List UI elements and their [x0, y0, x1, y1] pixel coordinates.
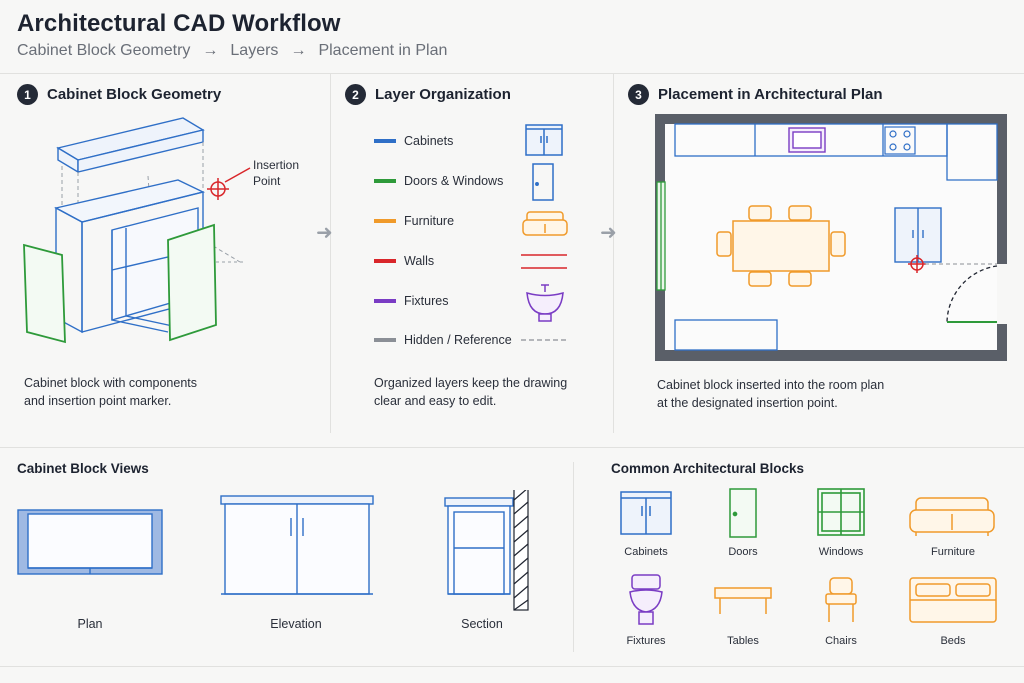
insertion-point-marker: [207, 167, 251, 200]
layer-list: Cabinets Doors & Windows Furniture Walls…: [374, 131, 512, 350]
layer-label: Hidden / Reference: [404, 333, 512, 347]
plan-view: [17, 509, 163, 575]
countertop: [56, 117, 205, 174]
layer-label: Doors & Windows: [404, 174, 504, 188]
step-2-caption: Organized layers keep the drawing clear …: [374, 376, 568, 408]
insertion-point-callout: Insertion Point: [253, 158, 300, 188]
beds-block-icon: [909, 577, 997, 623]
fixtures-block-icon: [629, 574, 663, 625]
divider: [573, 462, 574, 652]
sink: [788, 127, 826, 153]
cabinets-block-icon: [620, 491, 672, 535]
sofa-icon: [522, 211, 568, 236]
block-label-windows: Windows: [818, 546, 864, 558]
chairs-block-icon: [825, 577, 857, 622]
divider: [613, 73, 614, 433]
block-label-cabinets: Cabinets: [624, 546, 668, 558]
doors-block-icon: [729, 488, 757, 538]
block-label-doors: Doors: [728, 546, 758, 558]
door-icon: [532, 163, 554, 201]
cabinet-carcass: [54, 179, 206, 334]
breadcrumb-item: Placement in Plan: [318, 42, 448, 59]
breadcrumb-arrow: →: [202, 42, 219, 59]
step-2-heading: 2 Layer Organization: [345, 84, 511, 105]
elevation-view: [220, 495, 374, 595]
flow-arrow-icon: ➜: [316, 222, 333, 244]
layer-row-doors-windows[interactable]: Doors & Windows: [374, 171, 512, 191]
layer-icons: [521, 124, 568, 341]
layer-label: Walls: [404, 254, 435, 268]
view-label-section: Section: [461, 617, 503, 631]
breadcrumb-item: Cabinet Block Geometry: [17, 42, 191, 59]
view-label-elevation: Elevation: [270, 617, 322, 631]
layer-color-swatch: [374, 299, 396, 303]
window: [656, 181, 666, 291]
layer-color-swatch: [374, 338, 396, 342]
divider: [0, 666, 1024, 667]
page-title: Architectural CAD Workflow: [17, 10, 341, 37]
divider: [0, 73, 1024, 74]
layer-row-fixtures[interactable]: Fixtures: [374, 291, 512, 311]
layer-color-swatch: [374, 139, 396, 143]
left-door-panel: [23, 243, 66, 344]
windows-block-icon: [817, 488, 865, 536]
step-number-badge: 2: [345, 84, 366, 105]
kitchen-counters: [674, 123, 998, 351]
cabinet-icon: [525, 124, 563, 156]
step-3-heading: 3 Placement in Architectural Plan: [628, 84, 883, 105]
divider: [330, 73, 331, 433]
step-1-caption: Cabinet block with components and insert…: [24, 376, 198, 408]
breadcrumb: Cabinet Block Geometry → Layers → Placement …: [17, 42, 459, 60]
view-label-plan: Plan: [77, 617, 103, 631]
block-label-fixtures: Fixtures: [626, 635, 666, 647]
breadcrumb-item: Layers: [230, 42, 279, 59]
step-number-badge: 3: [628, 84, 649, 105]
step-1-heading: 1 Cabinet Block Geometry: [17, 84, 221, 105]
views-section-title: Cabinet Block Views: [17, 461, 149, 476]
divider: [0, 447, 1024, 448]
cabinet-views-drawings: [17, 490, 529, 611]
step-title: Placement in Architectural Plan: [658, 86, 883, 103]
section-view: [444, 497, 514, 595]
door-swing: [946, 265, 998, 323]
tables-block-icon: [714, 587, 772, 614]
room-floor-plan: [655, 114, 1007, 361]
step-number-badge: 1: [17, 84, 38, 105]
right-door-panel: [167, 223, 217, 342]
blocks-section-title: Common Architectural Blocks: [611, 461, 805, 476]
layer-row-hidden-reference[interactable]: Hidden / Reference: [374, 330, 512, 350]
block-label-beds: Beds: [940, 635, 966, 647]
block-label-tables: Tables: [727, 635, 759, 647]
placed-cabinet-block: [894, 207, 942, 263]
insertion-point-marker: [908, 255, 926, 273]
cabinet-isometric-drawing: [23, 117, 251, 344]
step-title: Layer Organization: [375, 86, 511, 103]
layer-color-swatch: [374, 179, 396, 183]
breadcrumb-arrow: →: [290, 42, 307, 59]
layer-row-cabinets[interactable]: Cabinets: [374, 131, 512, 151]
layer-label: Cabinets: [404, 134, 454, 148]
layer-color-swatch: [374, 219, 396, 223]
step-title: Cabinet Block Geometry: [47, 86, 222, 103]
dining-table: [716, 205, 846, 287]
flow-arrow-icon: ➜: [600, 222, 617, 244]
block-label-furniture: Furniture: [930, 546, 976, 558]
furniture-block-icon: [909, 497, 995, 536]
layer-color-swatch: [374, 259, 396, 263]
layer-row-walls[interactable]: Walls: [374, 251, 512, 271]
layer-label: Furniture: [404, 214, 455, 228]
section-wall-hatch: [513, 490, 529, 611]
layer-row-furniture[interactable]: Furniture: [374, 211, 512, 231]
wall-lines-icon: [521, 254, 567, 269]
cooktop: [884, 126, 916, 155]
block-label-chairs: Chairs: [825, 635, 857, 647]
block-library-icons: [620, 488, 997, 625]
sink-icon: [526, 284, 564, 322]
step-3-caption: Cabinet block inserted into the room pla…: [657, 378, 885, 410]
layer-label: Fixtures: [404, 294, 449, 308]
